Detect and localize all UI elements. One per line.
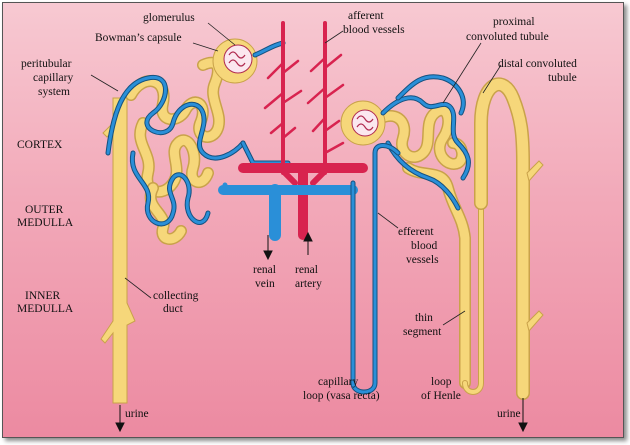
label-renal-vein-2: vein: [255, 278, 275, 290]
right-peritubular-capillaries: [350, 74, 471, 395]
label-cortex: CORTEX: [17, 139, 63, 151]
label-outer-medulla-1: OUTER: [25, 204, 64, 216]
right-nephron-tubule: [375, 104, 484, 395]
label-afferent-1: afferent: [348, 10, 384, 22]
label-efferent-1: efferent: [398, 226, 434, 238]
left-bowmans-capsule: [212, 38, 258, 84]
label-proximal-1: proximal: [493, 16, 535, 28]
label-afferent-2: blood vessels: [343, 24, 405, 36]
renal-vein: [218, 182, 358, 241]
label-urine-left: urine: [125, 408, 149, 420]
urine-arrow-right: [518, 398, 528, 433]
label-distal-2: tubule: [548, 72, 577, 84]
label-efferent-2: blood: [411, 240, 437, 252]
urine-arrow-left: [115, 405, 125, 433]
label-loop-henle-1: loop: [431, 376, 452, 388]
right-collecting-duct: [474, 77, 544, 400]
label-thin-segment-1: thin: [415, 312, 433, 324]
label-glomerulus: glomerulus: [143, 12, 195, 24]
label-renal-artery-2: artery: [295, 278, 322, 290]
renal-vein-arrow: [263, 235, 273, 261]
label-proximal-2: convoluted tubule: [466, 31, 549, 43]
label-loop-henle-2: of Henle: [421, 390, 461, 402]
renal-artery: [238, 163, 368, 240]
label-collecting-duct-1: collecting: [153, 290, 199, 302]
leader-lines: [90, 22, 502, 326]
right-bowmans-capsule: [340, 100, 386, 146]
label-capillary-loop-1: capillary: [318, 376, 358, 388]
label-inner-medulla-2: MEDULLA: [17, 303, 74, 315]
label-outer-medulla-2: MEDULLA: [17, 217, 74, 229]
renal-artery-arrow: [303, 231, 313, 255]
label-peritubular-3: system: [38, 86, 70, 98]
label-distal-1: distal convoluted: [498, 58, 577, 70]
label-bowmans-capsule: Bowman’s capsule: [95, 32, 182, 44]
left-collecting-duct: [100, 97, 136, 404]
label-peritubular-2: capillary: [33, 72, 73, 84]
diagram-canvas: glomerulus Bowman’s capsule peritubular …: [17, 10, 577, 433]
label-efferent-3: vessels: [406, 254, 439, 266]
label-capillary-loop-2: loop (vasa recta): [303, 390, 380, 402]
kidney-nephron-diagram: glomerulus Bowman’s capsule peritubular …: [2, 2, 624, 438]
afferent-arteries: [263, 21, 345, 175]
label-peritubular-1: peritubular: [21, 58, 72, 70]
label-inner-medulla-1: INNER: [25, 290, 60, 302]
label-collecting-duct-2: duct: [163, 303, 184, 315]
labels: glomerulus Bowman’s capsule peritubular …: [17, 10, 577, 420]
label-renal-vein-1: renal: [253, 264, 276, 276]
label-thin-segment-2: segment: [403, 326, 442, 338]
label-renal-artery-1: renal: [295, 264, 318, 276]
label-urine-right: urine: [497, 408, 521, 420]
